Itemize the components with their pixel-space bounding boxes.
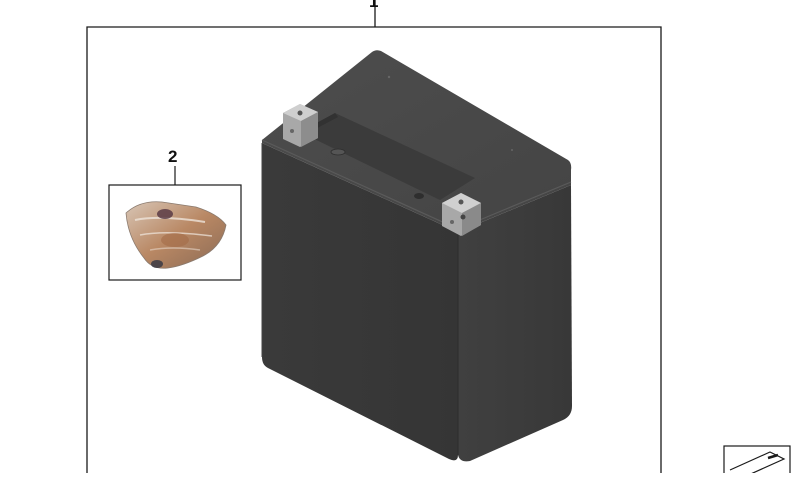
callout-1: 1 [369, 0, 379, 11]
assembly-frame [86, 0, 662, 473]
accessory-frame [108, 166, 242, 281]
callout-2: 2 [168, 147, 178, 166]
document-stamp-icon [723, 445, 791, 478]
accessory-bag [125, 201, 227, 269]
terminal-positive [442, 193, 481, 236]
terminal-negative [283, 104, 318, 147]
battery [261, 50, 572, 462]
